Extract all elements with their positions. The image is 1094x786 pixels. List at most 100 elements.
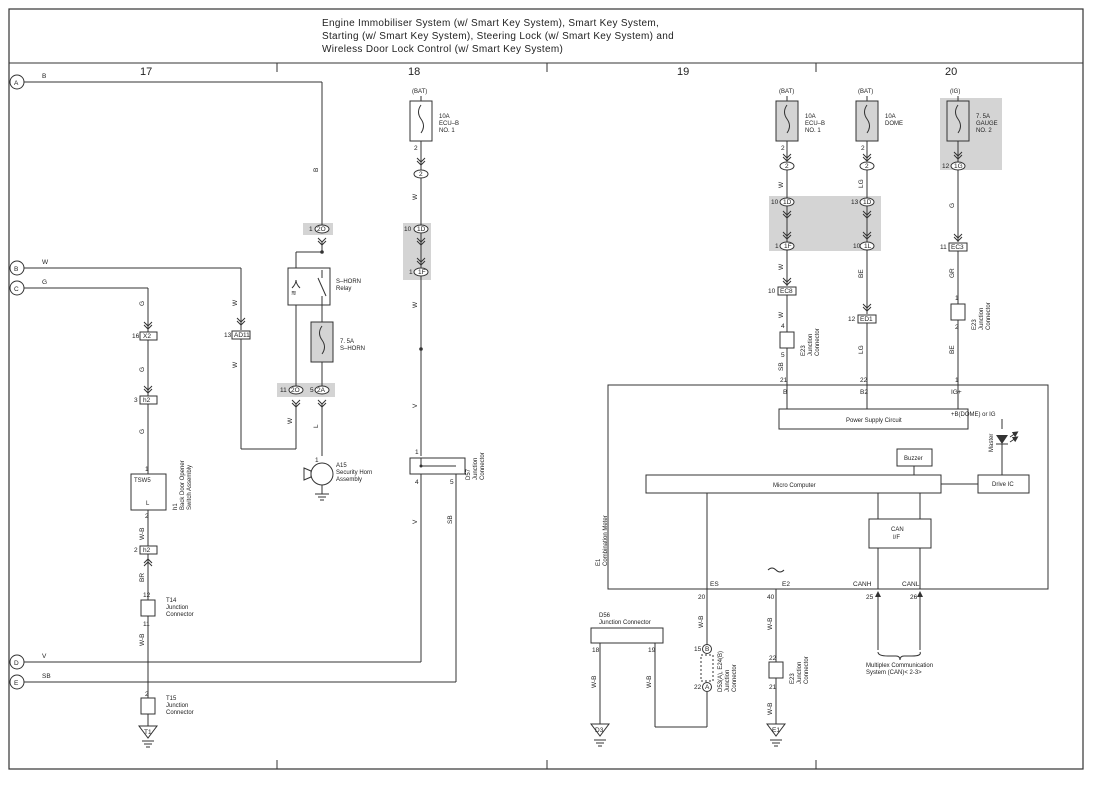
svg-text:1D: 1D [783, 199, 792, 206]
svg-text:CANL: CANL [902, 581, 920, 588]
column-17: 17 [140, 66, 152, 78]
svg-text:A15: A15 [336, 463, 347, 469]
svg-text:2: 2 [865, 163, 869, 170]
svg-text:IG+: IG+ [951, 389, 962, 396]
junction-connector-d53 [700, 654, 714, 682]
svg-text:CANH: CANH [853, 581, 872, 588]
page-border [8, 8, 1084, 770]
svg-text:W-B: W-B [698, 615, 705, 628]
svg-text:V: V [42, 653, 47, 660]
gauge-fuse [946, 100, 970, 142]
svg-text:Junction: Junction [166, 703, 188, 709]
svg-text:21: 21 [780, 377, 788, 384]
svg-text:B: B [705, 646, 709, 653]
svg-text:L: L [146, 501, 150, 507]
svg-text:ED1: ED1 [860, 316, 873, 323]
ecu-b-fuse-col19 [775, 100, 799, 142]
column-19: 19 [677, 66, 689, 78]
svg-text:Master: Master [989, 434, 995, 452]
dome-fuse [855, 100, 879, 142]
svg-text:10A: 10A [805, 114, 816, 120]
svg-text:BE: BE [949, 345, 956, 354]
junction-connector-t14 [140, 599, 156, 617]
svg-text:1G: 1G [954, 163, 963, 170]
svg-text:Connector: Connector [815, 328, 821, 356]
svg-text:BE: BE [858, 269, 865, 278]
svg-text:15: 15 [694, 646, 702, 653]
svg-text:GR: GR [949, 268, 956, 278]
svg-text:2: 2 [134, 547, 138, 554]
svg-text:NO. 1: NO. 1 [439, 128, 455, 134]
svg-text:1D: 1D [417, 226, 426, 233]
svg-text:Switch Assembly: Switch Assembly [187, 465, 193, 510]
svg-text:(BAT): (BAT) [412, 89, 427, 95]
svg-text:DOME: DOME [885, 121, 903, 127]
svg-text:B: B [313, 168, 320, 172]
svg-text:CAN: CAN [891, 527, 904, 533]
svg-text:D57: D57 [466, 468, 472, 480]
svg-text:1: 1 [309, 226, 313, 233]
svg-text:1F: 1F [418, 269, 426, 276]
svg-text:1: 1 [409, 269, 413, 276]
ground-e1 [766, 723, 786, 737]
svg-text:5: 5 [781, 352, 785, 359]
svg-text:2: 2 [145, 691, 149, 698]
ground-t1 [138, 725, 158, 739]
svg-text:W-B: W-B [139, 527, 146, 540]
svg-text:W: W [232, 299, 239, 306]
svg-text:11: 11 [940, 244, 947, 251]
svg-text:Connector: Connector [480, 452, 486, 480]
svg-text:V: V [412, 519, 419, 524]
svg-text:10A: 10A [439, 114, 450, 120]
svg-text:Connector: Connector [804, 656, 810, 684]
svg-text:T15: T15 [166, 696, 177, 702]
title-line-2: Starting (w/ Smart Key System), Steering… [322, 31, 674, 42]
svg-text:I/F: I/F [893, 535, 900, 541]
svg-text:L: L [313, 424, 320, 428]
svg-text:D56: D56 [599, 613, 611, 619]
junction-connector-e23-b [779, 331, 795, 349]
ecu-b-fuse-col18 [409, 100, 433, 142]
svg-text:Security Horn: Security Horn [336, 470, 372, 476]
svg-text:5: 5 [450, 479, 454, 486]
svg-text:7. 5A: 7. 5A [976, 114, 990, 120]
svg-text:Connector: Connector [986, 302, 992, 330]
svg-text:1L: 1L [864, 243, 872, 250]
svg-text:D: D [14, 660, 19, 667]
svg-text:Connector: Connector [166, 710, 194, 716]
svg-text:W-B: W-B [767, 702, 774, 715]
svg-text:S–HORN: S–HORN [336, 279, 361, 285]
svg-text:W: W [42, 259, 49, 266]
column-18: 18 [408, 66, 420, 78]
s-horn-relay [287, 267, 331, 306]
junction-connector-e23-a [768, 661, 784, 679]
svg-text:NO. 1: NO. 1 [805, 128, 821, 134]
svg-text:GAUGE: GAUGE [976, 121, 998, 127]
svg-text:12: 12 [143, 592, 151, 599]
svg-text:EC8: EC8 [780, 288, 793, 295]
svg-text:10A: 10A [885, 114, 896, 120]
svg-text:11: 11 [143, 621, 150, 628]
svg-text:21: 21 [769, 684, 777, 691]
svg-text:SB: SB [447, 515, 454, 524]
svg-text:E23: E23 [790, 673, 796, 684]
junction-connector-d56 [590, 627, 664, 644]
svg-text:1: 1 [955, 295, 959, 302]
svg-text:4: 4 [415, 479, 419, 486]
svg-text:AD11: AD11 [234, 332, 250, 339]
svg-text:Power Supply Circuit: Power Supply Circuit [846, 418, 902, 424]
svg-text:(IG): (IG) [950, 89, 960, 95]
svg-text:G: G [949, 203, 956, 208]
svg-text:W: W [412, 193, 419, 200]
svg-text:S–HORN: S–HORN [340, 346, 365, 352]
svg-text:22: 22 [769, 655, 777, 662]
ground-d3 [590, 723, 610, 737]
svg-text:2A: 2A [317, 387, 326, 394]
svg-text:W: W [778, 263, 785, 270]
title-line-3: Wireless Door Lock Control (w/ Smart Key… [322, 44, 563, 55]
svg-text:E2: E2 [782, 581, 790, 588]
svg-text:W: W [287, 417, 294, 424]
svg-text:E1: E1 [596, 558, 602, 566]
svg-text:W: W [412, 301, 419, 308]
